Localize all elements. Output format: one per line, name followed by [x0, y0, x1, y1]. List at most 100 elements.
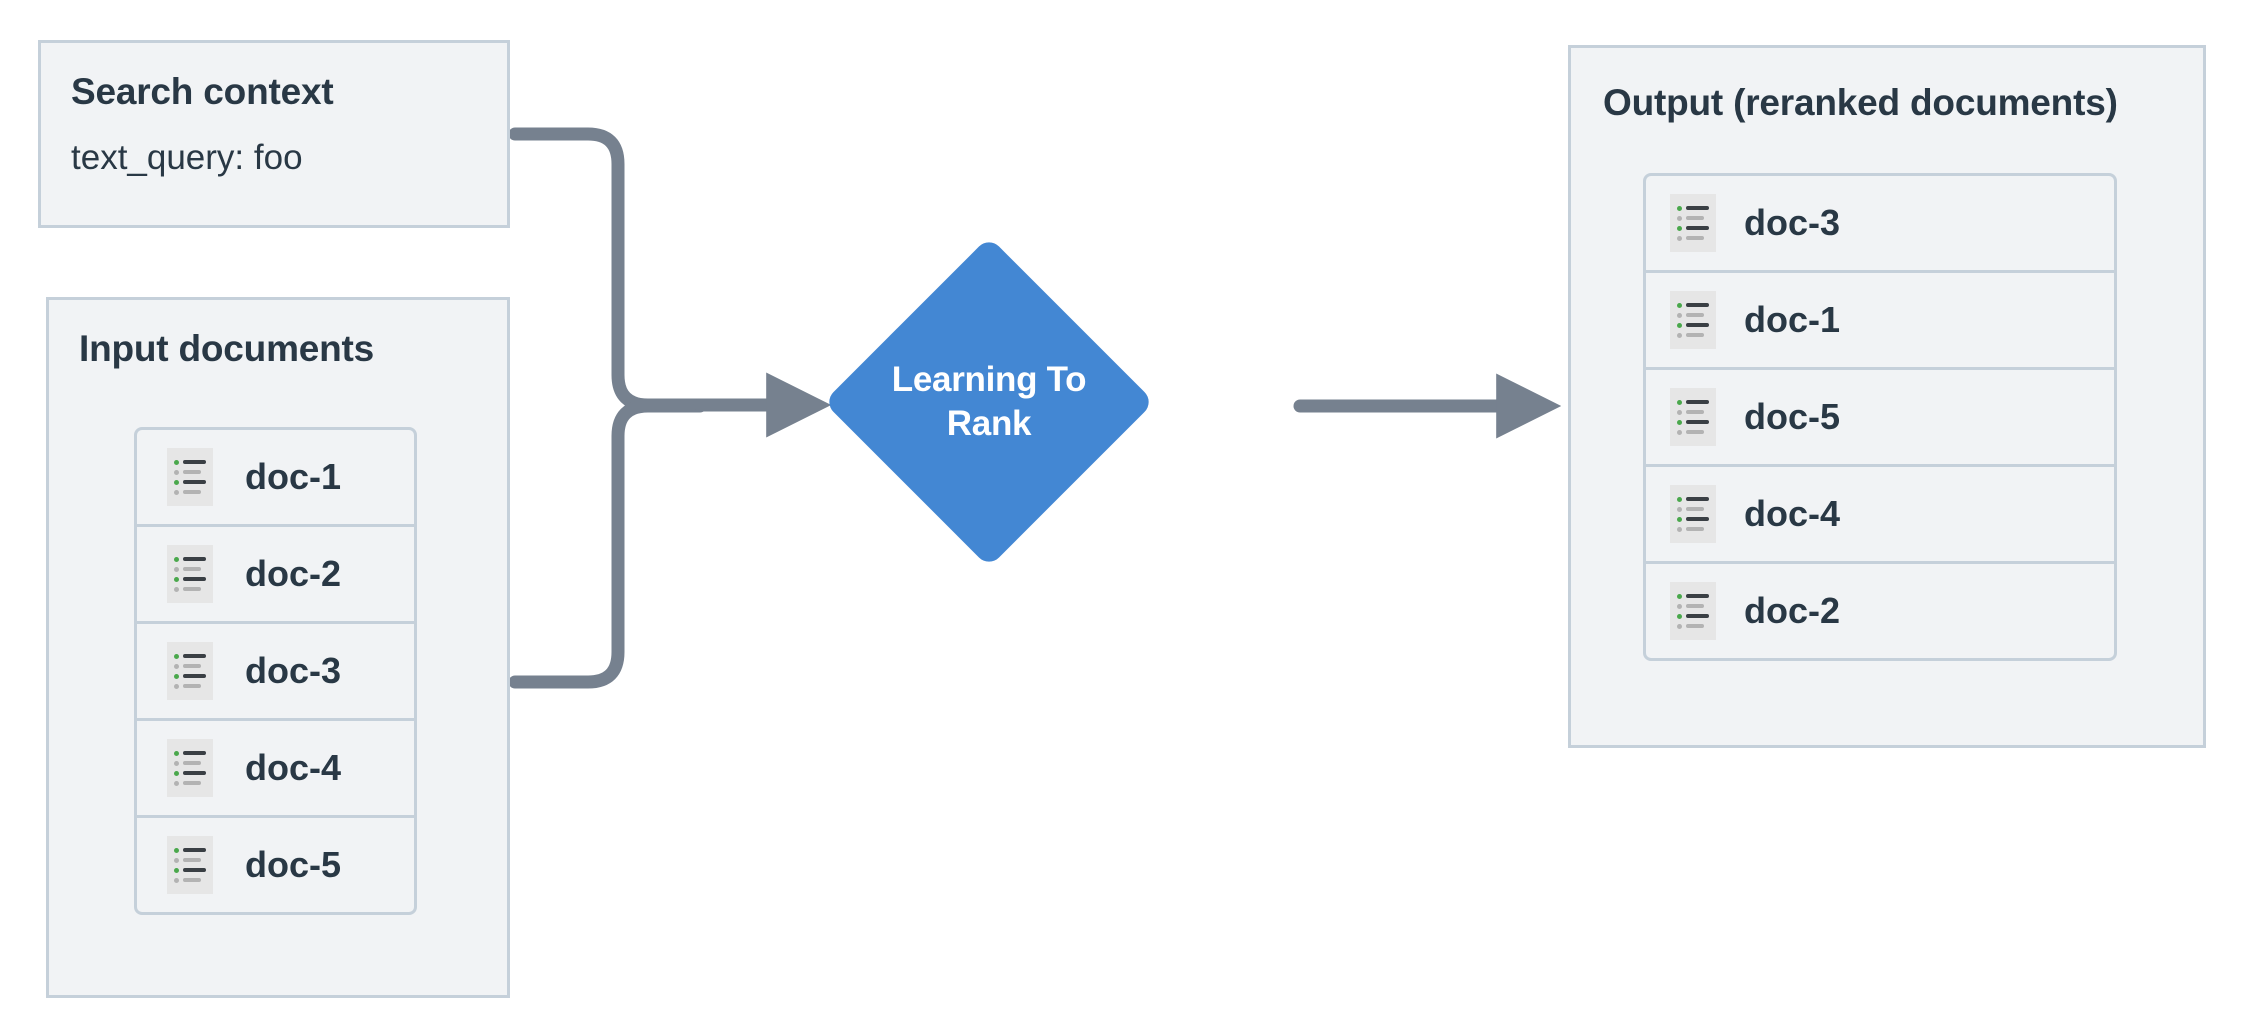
document-list-icon-bullet [1677, 215, 1682, 221]
document-list-icon [1670, 485, 1716, 543]
document-row[interactable]: doc-1 [134, 427, 417, 527]
document-list-icon-row [1677, 613, 1709, 619]
document-list-icon-row [1677, 225, 1709, 231]
document-list-icon-row [1677, 409, 1709, 415]
document-list-icon-bullet [174, 663, 179, 669]
document-list-icon-bar [1686, 604, 1704, 608]
document-list-icon-bullet [174, 576, 179, 582]
document-list-icon-row [1677, 205, 1709, 211]
document-list-icon-row [174, 750, 206, 756]
document-list-icon [167, 545, 213, 603]
document-list-icon-bullet [1677, 322, 1682, 328]
document-row[interactable]: doc-4 [1643, 464, 2117, 564]
document-list-icon [1670, 194, 1716, 252]
document-row[interactable]: doc-5 [134, 815, 417, 915]
document-list-icon-bullet [1677, 332, 1682, 338]
document-row[interactable]: doc-1 [1643, 270, 2117, 370]
document-row-label: doc-1 [245, 456, 342, 497]
document-list-icon-bar [1686, 497, 1709, 501]
document-list-icon-row [1677, 496, 1709, 502]
document-list-icon-row [174, 867, 206, 873]
document-list-icon-row [1677, 623, 1709, 629]
document-list-icon-row [174, 847, 206, 853]
document-list-icon-bullet [1677, 312, 1682, 318]
document-list-icon-row [1677, 419, 1709, 425]
document-list-icon [1670, 582, 1716, 640]
output-title: Output (reranked documents) [1603, 82, 2118, 123]
document-list-icon-bullet [174, 556, 179, 562]
document-list-icon-bar [1686, 420, 1709, 424]
document-list-icon-bar [183, 848, 206, 852]
document-list-icon-bar [1686, 313, 1704, 317]
document-row[interactable]: doc-3 [134, 621, 417, 721]
document-list-icon-bar [183, 664, 201, 668]
document-list-icon-bullet [1677, 419, 1682, 425]
document-list-icon [1670, 291, 1716, 349]
document-row-label: doc-1 [1744, 299, 1841, 340]
document-list-icon-bar [183, 567, 201, 571]
document-list-icon-row [1677, 302, 1709, 308]
document-list-icon-bar [1686, 303, 1709, 307]
document-list-icon-bar [183, 587, 201, 591]
search-context-panel: Search context text_query: foo [38, 40, 510, 228]
document-list-icon-bar [183, 480, 206, 484]
edge-search-context-to-ltr [508, 127, 707, 412]
document-list-icon-bar [1686, 226, 1709, 230]
document-list-icon-row [174, 877, 206, 883]
document-list-icon-bullet [1677, 409, 1682, 415]
document-row-label: doc-5 [1744, 396, 1841, 437]
document-row-label: doc-3 [1744, 202, 1841, 243]
document-list-icon-row [174, 576, 206, 582]
document-list-icon-bullet [174, 770, 179, 776]
document-row[interactable]: doc-4 [134, 718, 417, 818]
document-row[interactable]: doc-5 [1643, 367, 2117, 467]
document-list-icon [167, 836, 213, 894]
document-list-icon-bar [183, 674, 206, 678]
document-list-icon-row [174, 586, 206, 592]
document-list-icon-row [1677, 506, 1709, 512]
document-list-icon [1670, 388, 1716, 446]
document-list-icon-bullet [174, 489, 179, 495]
document-list-icon-bullet [1677, 516, 1682, 522]
document-list-icon-bullet [1677, 506, 1682, 512]
document-list-icon-bullet [1677, 225, 1682, 231]
document-list-icon-bar [183, 878, 201, 882]
document-list-icon-bullet [1677, 399, 1682, 405]
document-list-icon-bar [183, 654, 206, 658]
document-list-icon-bullet [174, 479, 179, 485]
document-row[interactable]: doc-2 [1643, 561, 2117, 661]
document-list-icon-bar [1686, 400, 1709, 404]
document-list-icon-bar [183, 781, 201, 785]
document-list-icon-bullet [174, 459, 179, 465]
document-list-icon-bullet [174, 469, 179, 475]
document-list-icon-row [174, 770, 206, 776]
document-list-icon-bullet [1677, 235, 1682, 241]
document-list-icon-row [174, 857, 206, 863]
document-list-icon-row [1677, 215, 1709, 221]
document-row[interactable]: doc-2 [134, 524, 417, 624]
document-list-icon-row [174, 760, 206, 766]
document-list-icon-bar [183, 771, 206, 775]
document-list-icon-bullet [174, 673, 179, 679]
document-list-icon-row [174, 780, 206, 786]
document-list-icon-row [174, 566, 206, 572]
document-list-icon-bullet [1677, 205, 1682, 211]
document-list-icon-bullet [174, 877, 179, 883]
learning-to-rank-node[interactable]: Learning To Rank [823, 236, 1155, 568]
document-row-label: doc-4 [245, 747, 342, 788]
document-list-icon-bullet [174, 683, 179, 689]
document-row[interactable]: doc-3 [1643, 173, 2117, 273]
document-list-icon-bullet [1677, 429, 1682, 435]
search-context-query-value: text_query: foo [71, 138, 303, 177]
document-list-icon-bar [183, 684, 201, 688]
document-list-icon-row [174, 663, 206, 669]
document-list-icon-bar [183, 858, 201, 862]
document-list-icon-bar [183, 490, 201, 494]
document-row-label: doc-5 [245, 844, 342, 885]
document-list-icon-bullet [174, 867, 179, 873]
document-list-icon-bullet [1677, 496, 1682, 502]
